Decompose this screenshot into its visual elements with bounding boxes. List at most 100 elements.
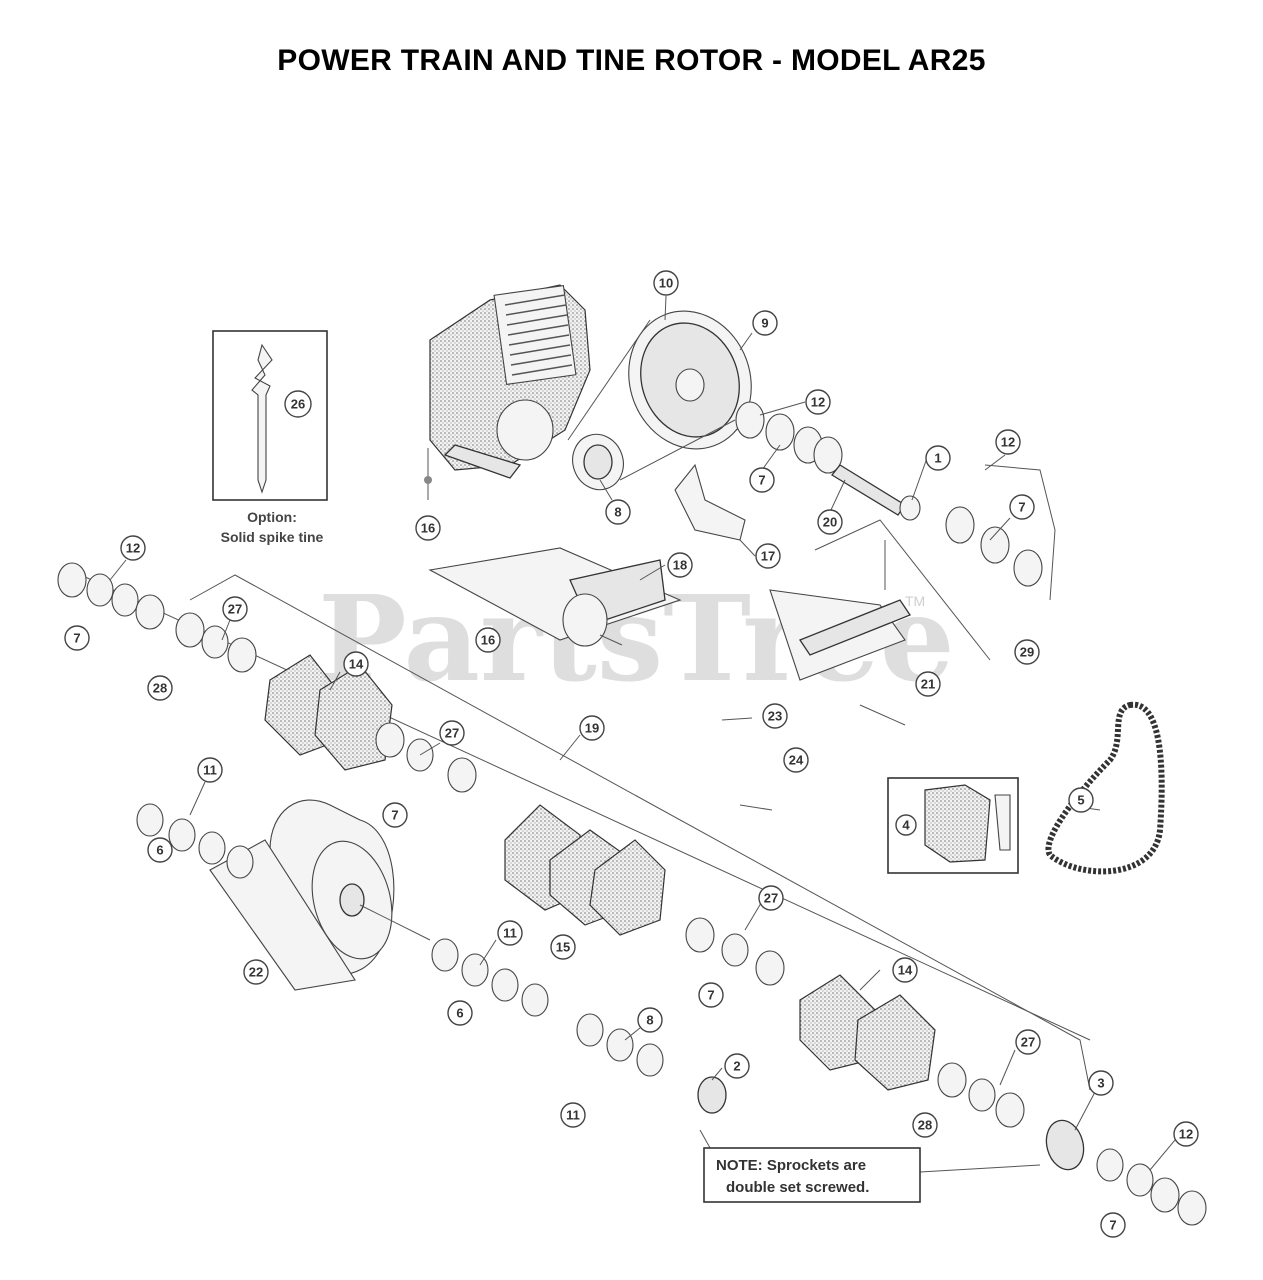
callout-2: 2 (724, 1053, 750, 1079)
wheel-assembly (136, 799, 727, 1114)
svg-text:2: 2 (733, 1059, 740, 1074)
callout-28-b: 28 (912, 1112, 938, 1138)
callout-14-b: 14 (892, 957, 918, 983)
callout-6-a: 6 (147, 837, 173, 863)
svg-text:16: 16 (481, 633, 495, 648)
callout-23: 23 (762, 703, 788, 729)
callout-10-top: 10 (653, 270, 679, 296)
svg-text:14: 14 (898, 963, 913, 978)
svg-text:23: 23 (768, 709, 782, 724)
svg-text:TM: TM (905, 593, 925, 609)
svg-text:16: 16 (421, 521, 435, 536)
callout-14-a: 14 (343, 651, 369, 677)
svg-text:27: 27 (228, 602, 242, 617)
callout-7-b: 7 (1009, 494, 1035, 520)
callout-17: 17 (755, 543, 781, 569)
callout-12-c: 12 (120, 535, 146, 561)
svg-text:11: 11 (203, 763, 217, 778)
drive-chain (1045, 701, 1165, 875)
callout-22: 22 (243, 959, 269, 985)
callout-21: 21 (915, 671, 941, 697)
handle-assembly (769, 519, 991, 726)
svg-text:28: 28 (153, 681, 167, 696)
callout-7-c: 7 (64, 625, 90, 651)
svg-text:19: 19 (585, 721, 599, 736)
svg-text:1: 1 (934, 451, 941, 466)
callout-leaders (109, 295, 1176, 1173)
callout-9: 9 (752, 310, 778, 336)
callout-7-f: 7 (1100, 1212, 1126, 1238)
svg-text:8: 8 (646, 1013, 653, 1028)
callout-12-b: 12 (995, 429, 1021, 455)
callout-16-b: 16 (475, 627, 501, 653)
svg-text:11: 11 (503, 926, 517, 941)
callout-19: 19 (579, 715, 605, 741)
svg-text:7: 7 (1018, 500, 1025, 515)
callout-27-c: 27 (758, 885, 784, 911)
svg-text:7: 7 (758, 473, 765, 488)
svg-text:7: 7 (391, 808, 398, 823)
svg-text:27: 27 (1021, 1035, 1035, 1050)
sprocket-note: NOTE: Sprockets are double set screwed. (703, 1147, 921, 1203)
svg-text:29: 29 (1020, 645, 1034, 660)
engine (424, 284, 591, 500)
svg-text:27: 27 (445, 726, 459, 741)
svg-text:7: 7 (1109, 1218, 1116, 1233)
svg-text:10: 10 (659, 276, 673, 291)
callout-3: 3 (1088, 1070, 1114, 1096)
svg-text:3: 3 (1097, 1076, 1104, 1091)
page-title: POWER TRAIN AND TINE ROTOR - MODEL AR25 (277, 44, 986, 77)
callout-7-d: 7 (382, 802, 408, 828)
svg-text:5: 5 (1077, 793, 1084, 808)
svg-text:12: 12 (811, 395, 825, 410)
tine-rotor (57, 562, 1207, 1226)
callout-27-a: 27 (222, 596, 248, 622)
callout-4: 4 (895, 814, 917, 836)
callout-18: 18 (667, 552, 693, 578)
note-line-2: double set screwed. (726, 1179, 869, 1196)
callout-8-a: 8 (605, 499, 631, 525)
callout-24: 24 (783, 747, 809, 773)
svg-text:7: 7 (73, 631, 80, 646)
svg-text:6: 6 (456, 1006, 463, 1021)
svg-text:8: 8 (614, 505, 621, 520)
svg-text:12: 12 (1179, 1127, 1193, 1142)
svg-text:22: 22 (249, 965, 263, 980)
callout-15: 15 (550, 934, 576, 960)
option-box: Option: Solid spike tine (212, 330, 328, 545)
svg-text:9: 9 (761, 316, 768, 331)
svg-text:11: 11 (566, 1108, 580, 1123)
callout-7-e: 7 (698, 982, 724, 1008)
callout-27-d: 27 (1015, 1029, 1041, 1055)
callout-1: 1 (925, 445, 951, 471)
callout-8-b: 8 (637, 1007, 663, 1033)
callout-12-a: 12 (805, 389, 831, 415)
callout-16-a: 16 (415, 515, 441, 541)
sprocket-detail-box (887, 777, 1019, 874)
callout-6-b: 6 (447, 1000, 473, 1026)
svg-text:15: 15 (556, 940, 570, 955)
svg-text:20: 20 (823, 515, 837, 530)
note-line-1: NOTE: Sprockets are (716, 1157, 866, 1174)
svg-text:24: 24 (789, 753, 804, 768)
bracket-parts (428, 463, 746, 647)
svg-text:27: 27 (764, 891, 778, 906)
callout-11-c: 11 (560, 1102, 586, 1128)
svg-text:17: 17 (761, 549, 775, 564)
callout-26: 26 (284, 390, 312, 418)
svg-text:14: 14 (349, 657, 364, 672)
pulley-assembly (567, 310, 752, 491)
svg-text:18: 18 (673, 558, 687, 573)
svg-text:12: 12 (126, 541, 140, 556)
upper-shaft (735, 401, 1056, 601)
svg-text:6: 6 (156, 843, 163, 858)
svg-text:21: 21 (921, 677, 935, 692)
callout-28-a: 28 (147, 675, 173, 701)
callout-12-d: 12 (1173, 1121, 1199, 1147)
option-label: Option: (247, 509, 297, 525)
callout-7-a: 7 (749, 467, 775, 493)
callout-29: 29 (1014, 639, 1040, 665)
callout-11-a: 11 (197, 757, 223, 783)
svg-text:4: 4 (902, 818, 910, 833)
